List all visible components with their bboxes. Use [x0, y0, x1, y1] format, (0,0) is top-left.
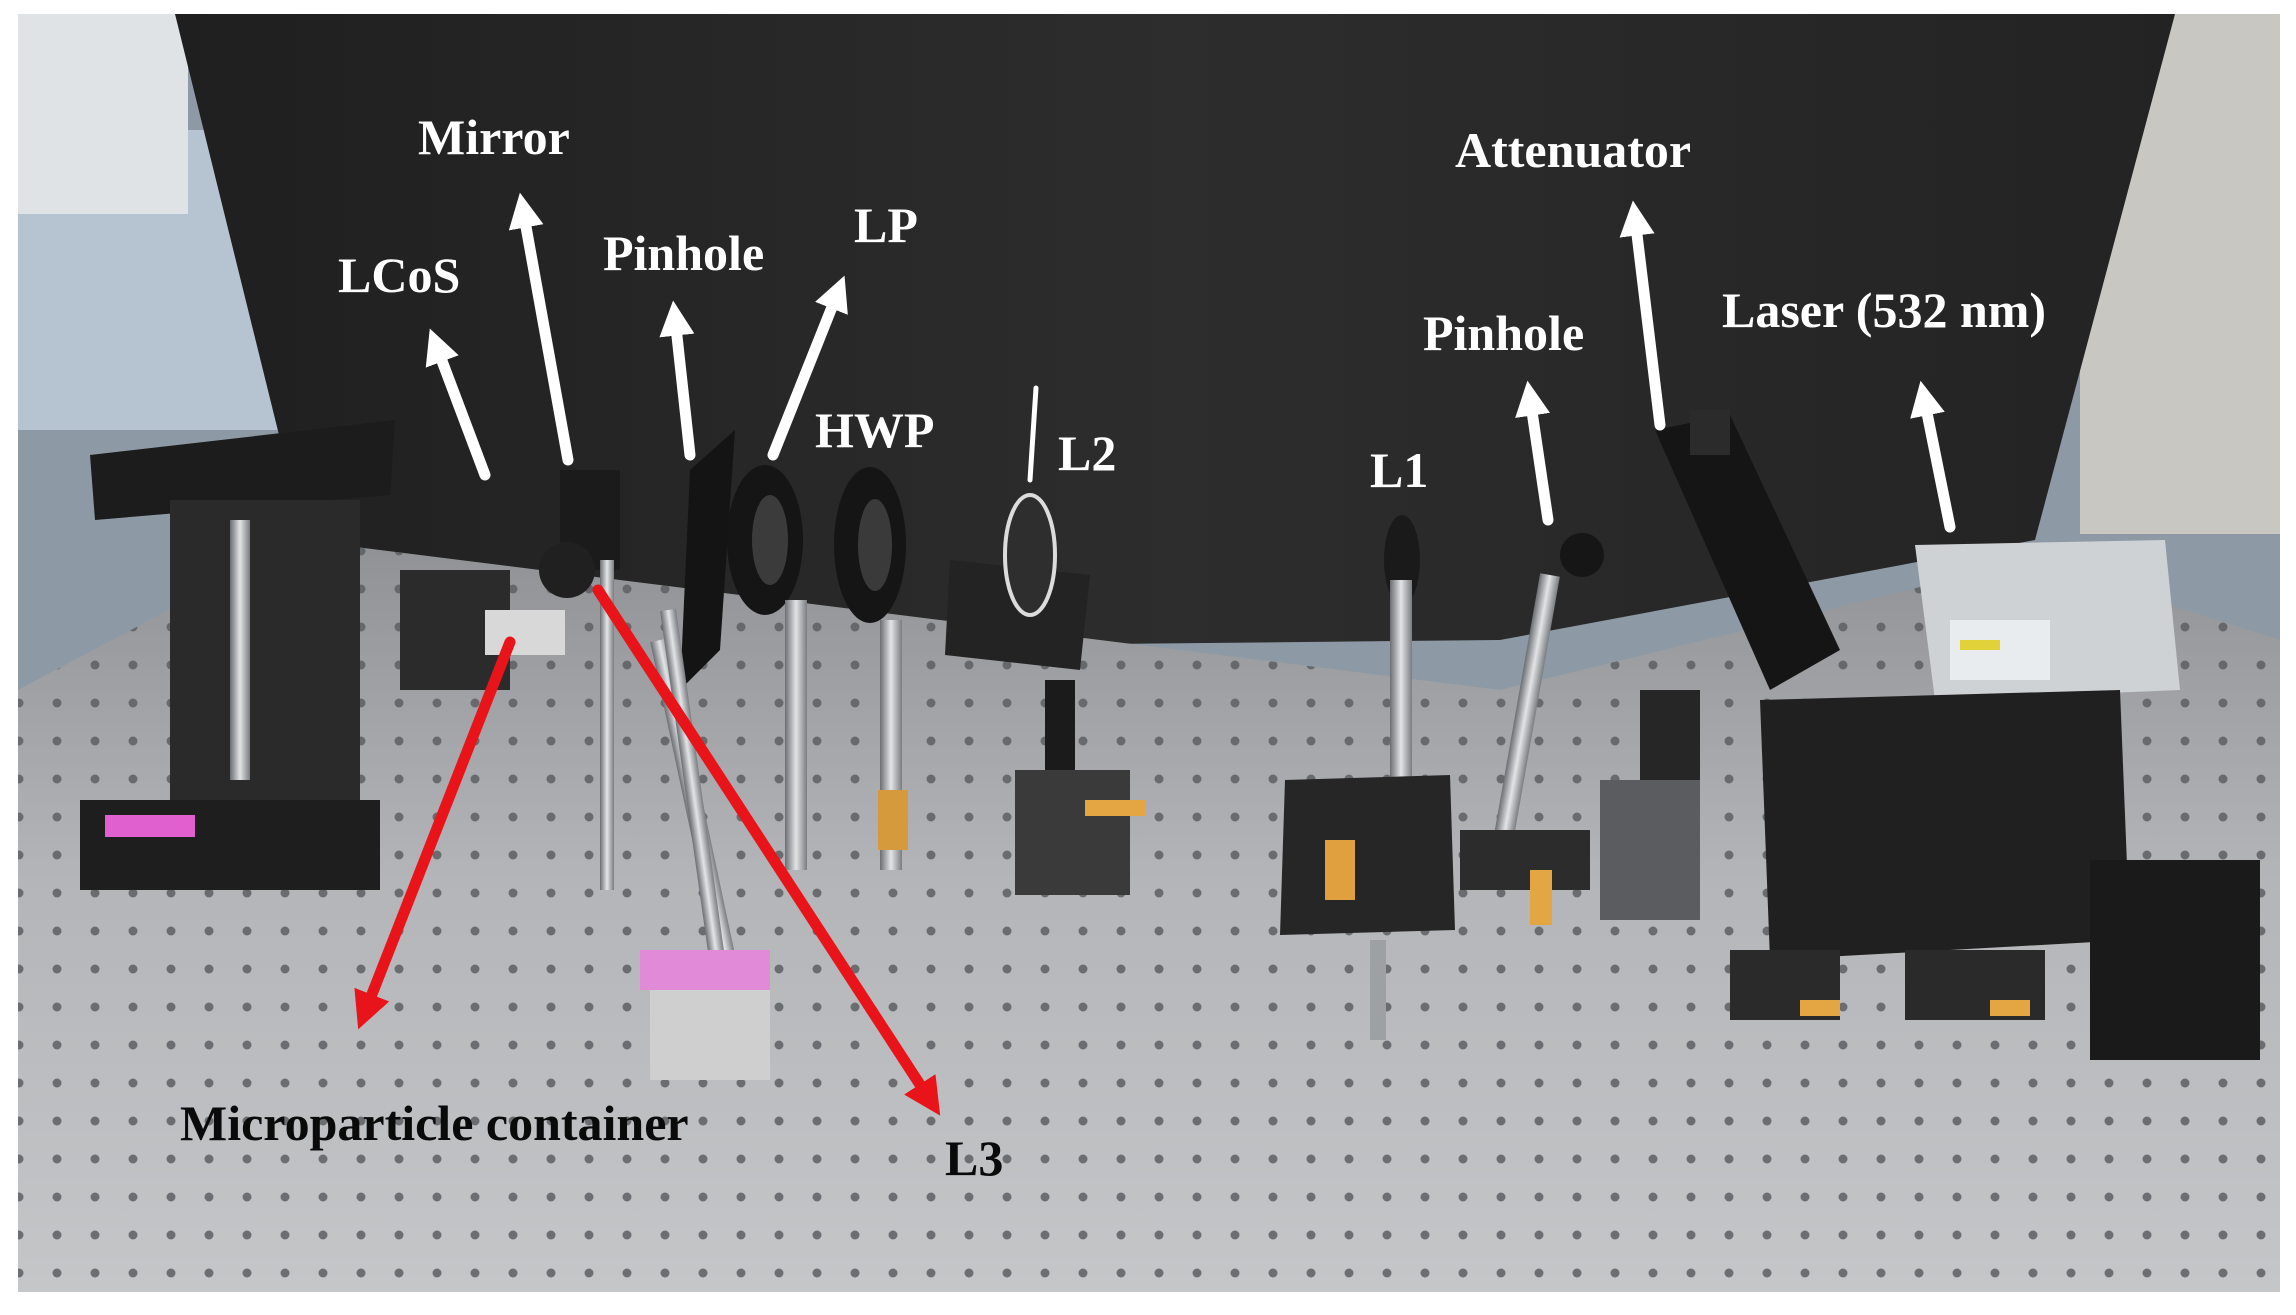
attenuator-device [1600, 410, 1840, 920]
label-hwp: HWP [815, 402, 935, 458]
arrow-l2 [1027, 385, 1039, 483]
arrow-laser [1910, 380, 1956, 533]
arrow-pinhole-left [659, 300, 696, 461]
left-wall [18, 14, 188, 214]
arrow-microparticle-container [354, 636, 516, 1030]
arrow-l3 [592, 584, 941, 1116]
white-arrows [425, 192, 1956, 533]
arrow-attenuator [1619, 200, 1666, 431]
label-lcos: LCoS [338, 247, 461, 303]
arrow-lp [767, 275, 848, 461]
label-l3: L3 [945, 1130, 1004, 1186]
label-pinhole-left: Pinhole [603, 225, 765, 281]
hwp-mount [834, 467, 908, 870]
arrow-pinhole-right [1515, 380, 1554, 526]
label-mirror: Mirror [418, 109, 570, 165]
laser-device [1730, 540, 2260, 1060]
arrow-lcos [425, 328, 491, 481]
pinhole-right-mount [1460, 533, 1604, 925]
table-holes [18, 540, 2280, 1292]
label-l2: L2 [1058, 425, 1117, 481]
label-lp: LP [854, 197, 918, 253]
black-backdrop [175, 14, 2175, 650]
label-microparticle-container: Microparticle container [180, 1095, 689, 1151]
red-arrows [354, 584, 941, 1116]
label-pinhole-right: Pinhole [1423, 305, 1585, 361]
lcos-device [80, 420, 510, 890]
label-l1: L1 [1370, 442, 1429, 498]
l1-mount [1280, 515, 1455, 1040]
label-attenuator: Attenuator [1455, 122, 1692, 178]
label-laser: Laser (532 nm) [1722, 282, 2047, 338]
mirror-mount [539, 470, 620, 890]
arrow-mirror [508, 192, 574, 466]
lp-mount [727, 465, 807, 870]
l2-mount [945, 493, 1145, 895]
